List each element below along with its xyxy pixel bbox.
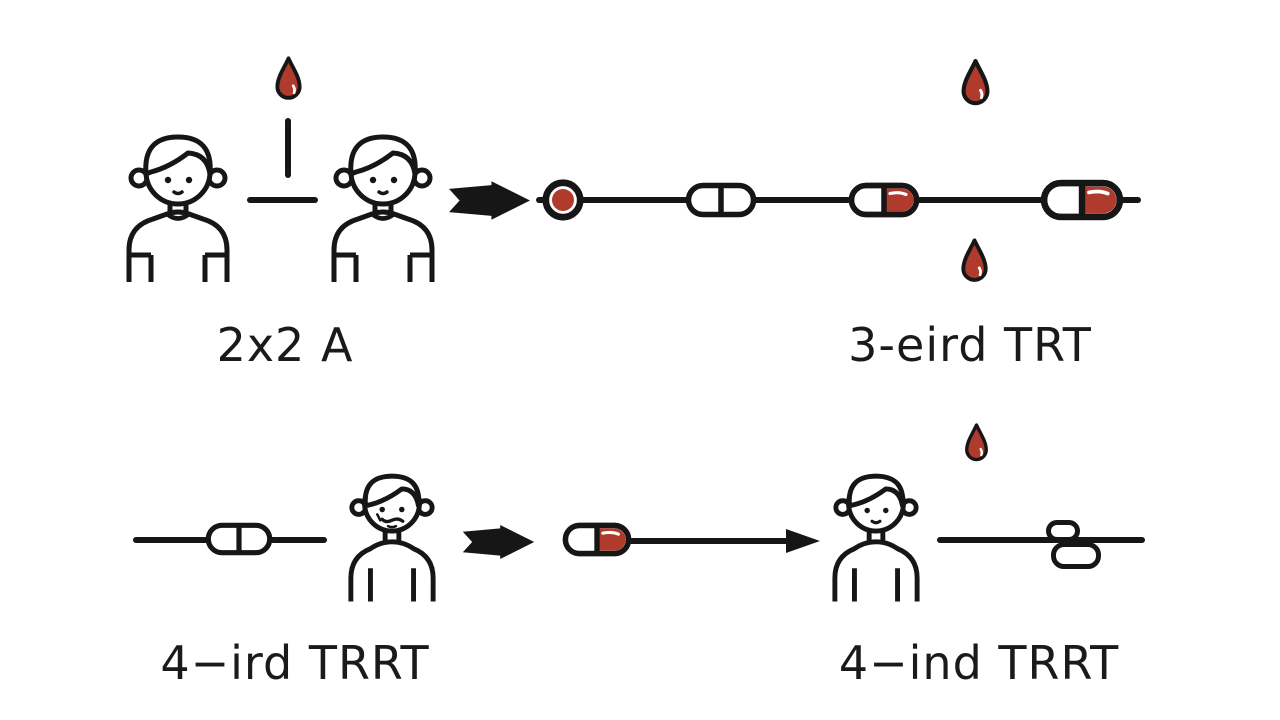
red-dot-marker-icon [541, 178, 585, 222]
person-icon [829, 463, 923, 603]
person-icon [123, 124, 233, 282]
blood-drop-icon [959, 57, 992, 109]
capsule-half-red-icon [562, 522, 632, 557]
person-icon [328, 124, 438, 282]
label-top-right: 3-eird TRT [848, 318, 1092, 372]
label-bottom-right: 4−ind TRRT [838, 636, 1120, 690]
label-bottom-left: 4−ird TRRT [160, 636, 430, 690]
thin-arrow-icon [628, 529, 820, 553]
capsule-half-red-icon [848, 182, 920, 218]
blood-drop-icon [963, 421, 990, 465]
capsule-white-icon [685, 182, 757, 218]
divider-horizontal-line [247, 197, 318, 203]
blood-drop-icon [959, 236, 990, 286]
blood-drop-icon [273, 55, 304, 103]
medication-line [937, 537, 1145, 543]
capsule-half-red-icon [1040, 179, 1124, 221]
label-top-left: 2x2 A [216, 318, 354, 372]
pill-small-icon [1046, 520, 1080, 542]
capsule-white-icon [205, 522, 273, 556]
pill-large-icon [1051, 542, 1101, 569]
person-mustache-icon [345, 463, 439, 603]
solid-arrow-icon [449, 181, 530, 220]
divider-vertical-line [285, 118, 291, 178]
timeline-line [536, 197, 1141, 203]
solid-arrow-icon [459, 525, 538, 559]
